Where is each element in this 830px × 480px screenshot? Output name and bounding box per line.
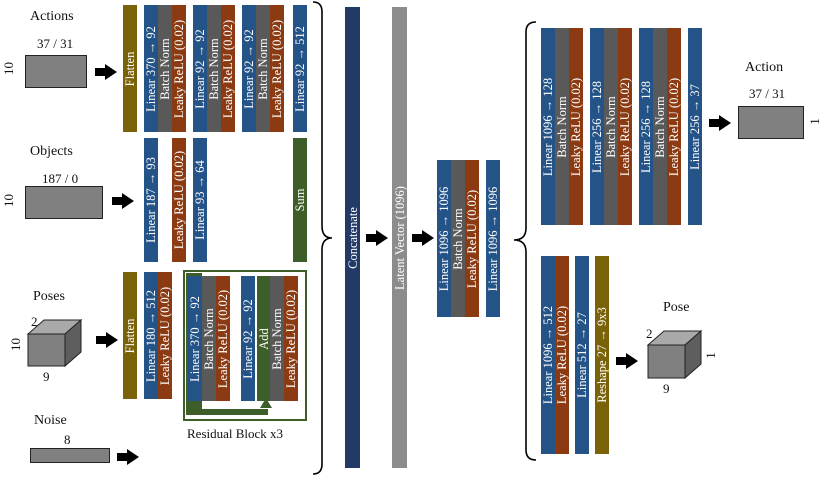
action-head-linear-1: Linear 1096 → 128 xyxy=(541,28,555,225)
action-output-dims: 37 / 31 xyxy=(749,86,786,101)
pose-head-reshape: Reshape 27 → 9x3 xyxy=(595,256,609,454)
actions-linear-final: Linear 92 → 512 xyxy=(293,5,307,132)
noise-dims: 8 xyxy=(64,432,71,447)
residual-batchnorm-1: Batch Norm xyxy=(202,276,216,401)
poses-linear-1: Linear 180 → 512 xyxy=(144,272,158,399)
action-head-relu-1: Leaky ReLU (0.02) xyxy=(569,28,583,225)
action-head-batchnorm-2: Batch Norm xyxy=(604,28,618,225)
action-output-box xyxy=(738,106,804,139)
actions-flatten-block: Flatten xyxy=(123,5,137,132)
action-head-relu-3: Leaky ReLU (0.02) xyxy=(667,28,681,225)
pose-output-title: Pose xyxy=(663,300,690,315)
objects-relu: Leaky ReLU (0.02) xyxy=(172,138,186,262)
actions-dims: 37 / 31 xyxy=(37,36,74,51)
trunk-linear-2: Linear 1096 → 1096 xyxy=(486,160,500,317)
actions-batchnorm-3: Batch Norm xyxy=(256,5,270,132)
action-head-linear-2: Linear 256 → 128 xyxy=(590,28,604,225)
objects-title: Objects xyxy=(30,144,73,159)
action-head-batchnorm-1: Batch Norm xyxy=(555,28,569,225)
pose-head-linear-1: Linear 1096 → 512 xyxy=(541,256,555,454)
objects-dims: 187 / 0 xyxy=(42,171,79,186)
objects-linear-2: Linear 93 → 64 xyxy=(193,138,207,262)
poses-cols: 9 xyxy=(43,369,50,384)
pose-output-cols: 9 xyxy=(663,381,670,396)
residual-linear-2: Linear 92 → 92 xyxy=(241,276,255,401)
action-head-batchnorm-3: Batch Norm xyxy=(653,28,667,225)
residual-caption: Residual Block x3 xyxy=(187,426,284,441)
actions-relu-2: Leaky ReLU (0.02) xyxy=(221,5,235,132)
action-head-linear-final: Linear 256 → 37 xyxy=(688,28,702,225)
action-head-relu-2: Leaky ReLU (0.02) xyxy=(618,28,632,225)
actions-linear-2: Linear 92 → 92 xyxy=(193,5,207,132)
poses-flatten-block: Flatten xyxy=(123,272,137,399)
objects-arrow xyxy=(112,193,134,209)
sum-block: Sum xyxy=(293,138,307,262)
residual-skip-line xyxy=(186,409,268,415)
objects-linear-1: Linear 187 → 93 xyxy=(144,138,158,262)
noise-title: Noise xyxy=(34,413,67,428)
noise-arrow xyxy=(117,449,139,465)
objects-input-box xyxy=(25,186,103,219)
actions-batchnorm-2: Batch Norm xyxy=(207,5,221,132)
poses-arrow xyxy=(96,332,118,348)
actions-title: Actions xyxy=(30,9,74,24)
concat-arrow xyxy=(366,230,388,246)
residual-block-frame xyxy=(183,270,307,421)
actions-relu-1: Leaky ReLU (0.02) xyxy=(172,5,186,132)
action-head-linear-3: Linear 256 → 128 xyxy=(639,28,653,225)
poses-depth: 2 xyxy=(31,314,38,329)
action-output-title: Action xyxy=(745,60,784,75)
pose-head-relu: Leaky ReLU (0.02) xyxy=(555,256,569,454)
residual-skip-arrowhead xyxy=(260,398,272,408)
pose-head-linear-2: Linear 512 → 27 xyxy=(575,256,589,454)
action-output-arrow xyxy=(709,115,731,131)
residual-relu-1: Leaky ReLU (0.02) xyxy=(216,276,230,401)
residual-batchnorm-2: Batch Norm xyxy=(270,276,284,401)
actions-input-box xyxy=(25,55,87,88)
pose-output-arrow xyxy=(616,353,638,369)
concatenate-block: Concatenate xyxy=(345,7,360,468)
poses-title: Poses xyxy=(33,289,65,304)
actions-linear-3: Linear 92 → 92 xyxy=(242,5,256,132)
trunk-relu: Leaky ReLU (0.02) xyxy=(465,160,479,317)
trunk-batchnorm: Batch Norm xyxy=(451,160,465,317)
poses-relu: Leaky ReLU (0.02) xyxy=(158,272,172,399)
actions-linear-1: Linear 370 → 92 xyxy=(144,5,158,132)
actions-batchnorm-1: Batch Norm xyxy=(158,5,172,132)
latent-arrow xyxy=(412,230,434,246)
pose-output-rows: 1 xyxy=(702,352,718,359)
noise-input-box xyxy=(30,448,110,463)
actions-arrow xyxy=(95,64,117,80)
pose-output-depth: 2 xyxy=(646,326,653,341)
latent-vector-block: Latent Vector (1096) xyxy=(392,7,407,468)
actions-relu-3: Leaky ReLU (0.02) xyxy=(270,5,284,132)
residual-relu-2: Leaky ReLU (0.02) xyxy=(284,276,298,401)
residual-linear-1: Linear 370 → 92 xyxy=(188,276,202,401)
residual-add: Add xyxy=(256,276,270,401)
trunk-linear-1: Linear 1096 → 1096 xyxy=(437,160,451,317)
